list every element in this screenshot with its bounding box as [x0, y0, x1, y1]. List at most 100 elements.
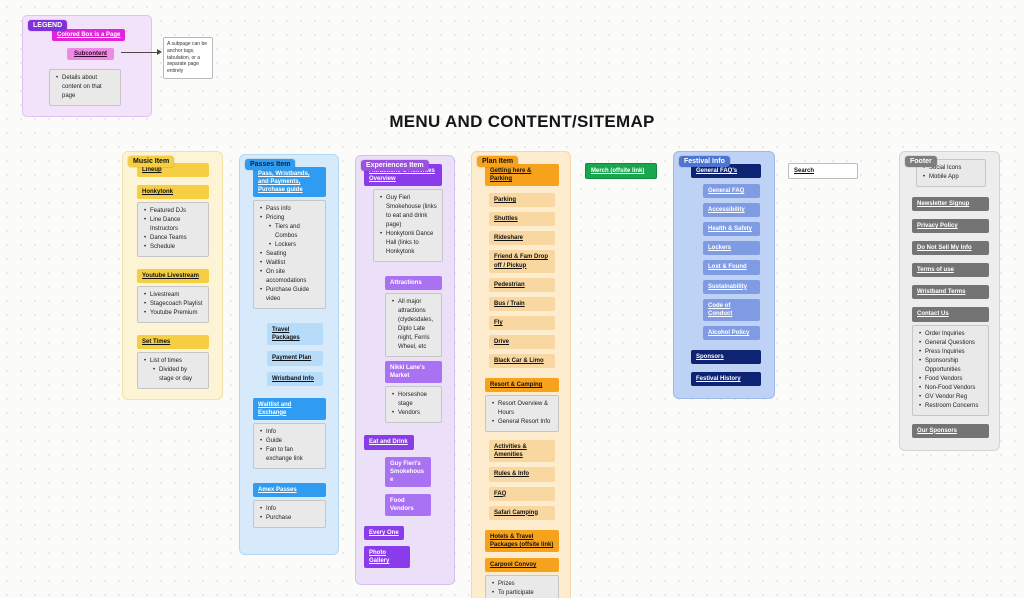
subpage-fly: Fly [489, 315, 555, 330]
bullet-item: On site accomodations [259, 268, 320, 286]
subpage-parking: Parking [489, 193, 555, 208]
bullet-item: Tiers and Combos [268, 223, 320, 241]
page-terms-of-use: Terms of use [912, 263, 989, 278]
bullet-item: General Resort Info [491, 418, 553, 427]
page-our-sponsors: Our Sponsors [912, 423, 989, 438]
footer-badge: Footer [905, 156, 937, 167]
subpage-payment-plan: Payment Plan [267, 351, 323, 366]
legend-subcontent-box: Subcontent [67, 48, 114, 60]
page-resort-camping: Resort & Camping [485, 378, 559, 393]
content-bullets: LivestreamStagecoach PlaylistYoutube Pre… [137, 286, 209, 324]
subpage-rideshare: Rideshare [489, 231, 555, 246]
subpage-black-car-limo: Black Car & Limo [489, 354, 555, 369]
bullet-item: To participate [491, 589, 553, 598]
page-newsletter-signup: Newsletter Signup [912, 197, 989, 212]
subpage-accessibility: Accessibility [703, 203, 760, 218]
subpage-safari-camping: Safari Camping [489, 505, 555, 520]
legend-arrowhead-icon [157, 49, 162, 55]
bullet-item: Purchase Guide video [259, 286, 320, 304]
content-bullets: Resort Overview & HoursGeneral Resort In… [485, 395, 559, 433]
search-box: Search [788, 163, 858, 179]
bullet-item: Press Inquiries [918, 348, 983, 357]
content-bullets: List of timesDivided by stage or day [137, 352, 209, 390]
subpage-friend-fam-drop-off-pickup: Friend & Fam Drop off / Pickup [489, 250, 555, 273]
bullet-item: Dance Teams [143, 234, 203, 243]
page-privacy-policy: Privacy Policy [912, 219, 989, 234]
page-pass-wristbands-and-payments-pur: Pass, Wristbands, and Payments, Purchase… [253, 167, 326, 198]
bullet-item: Pass info [259, 205, 320, 214]
bullet-item: Resort Overview & Hours [491, 400, 553, 418]
subpage-travel-packages: Travel Packages [267, 323, 323, 346]
bullet-item: Info [259, 505, 320, 514]
bullet-item: Prizes [491, 580, 553, 589]
subpage-nikki-lane-s-market: Nikki Lane's Market [385, 361, 442, 384]
bullet-item: Divided by stage or day [152, 366, 203, 384]
bullet-item: Details about content on that page [55, 74, 115, 101]
music-badge: Music Item [128, 156, 175, 167]
bullet-item: Social Icons [922, 164, 980, 173]
legend-badge: LEGEND [28, 20, 68, 31]
bullet-item: Youtube Premium [143, 309, 203, 318]
subpage-lockers: Lockers [703, 241, 760, 256]
bullet-item: Line Dance Instructors [143, 216, 203, 234]
bullet-item: Fan to fan exchange link [259, 446, 320, 464]
bullet-item: Info [259, 428, 320, 437]
bullet-item: Food Vendors [918, 375, 983, 384]
bullet-item: Non-Food Vendors [918, 384, 983, 393]
content-bullets: Featured DJsLine Dance InstructorsDance … [137, 202, 209, 258]
bullet-item: Guy Fieri Smokehouse (links to eat and d… [379, 194, 437, 230]
subpage-drive: Drive [489, 334, 555, 350]
page-photo-gallery: Photo Gallery [364, 546, 410, 569]
bullet-item: Stagecoach Playlist [143, 300, 203, 309]
music-column: Music ItemLineupHonkytonkFeatured DJsLin… [122, 151, 223, 401]
page-carpool-convoy: Carpool Convoy [485, 557, 559, 572]
subpage-wristband-info: Wristband Info [267, 371, 323, 386]
bullet-item: General Questions [918, 339, 983, 348]
bullet-item: All major attractions (clydesdales, Dipl… [391, 298, 436, 352]
bullet-item: Purchase [259, 514, 320, 523]
bullet-item: GV Vendor Reg [918, 393, 983, 402]
page-festival-history: Festival History [691, 372, 761, 387]
subpage-attractions: Attractions [385, 276, 442, 291]
subpage-food-vendors: Food Vendors [385, 493, 431, 517]
bullet-item: Lockers [268, 241, 320, 250]
bullet-item: Mobile App [922, 173, 980, 182]
page-hotels-travel-packages-offsite-l: Hotels & Travel Packages (offsite link) [485, 529, 559, 552]
passes-badge: Passes Item [245, 159, 296, 170]
page-title: MENU AND CONTENT/SITEMAP [389, 112, 655, 131]
bullet-item: Waitlist [259, 259, 320, 268]
bullet-item: Horseshoe stage [391, 391, 436, 409]
legend-details-box: Details about content on that page [49, 69, 121, 106]
bullet-item: Seating [259, 250, 320, 259]
content-bullets: Pass infoPricingTiers and CombosLockersS… [253, 200, 326, 310]
page-youtube-livestream: Youtube Livestream [137, 269, 209, 284]
subpage-bus-train: Bus / Train [489, 296, 555, 311]
subpage-general-faq: General FAQ [703, 184, 760, 199]
subpage-alcohol-policy: Alcohol Policy [703, 325, 760, 340]
content-bullets: InfoGuideFan to fan exchange link [253, 422, 326, 469]
legend-note: A subpage can be anchor tags, tabulation… [163, 37, 213, 79]
bullet-item: Pricing [259, 214, 320, 223]
subpage-code-of-conduct: Code of Conduct [703, 298, 760, 321]
page-getting-here-parking: Getting here & Parking [485, 164, 559, 187]
bullet-item: Vendors [391, 409, 436, 418]
page-amex-passes: Amex Passes [253, 482, 326, 497]
merch-offsite-box: Merch (offsite link) [585, 163, 657, 179]
subpage-faq: FAQ [489, 486, 555, 501]
bullet-item: Order Inquiries [918, 330, 983, 339]
content-bullets: All major attractions (clydesdales, Dipl… [385, 293, 442, 358]
page-waitlist-and-exchange: Waitlist and Exchange [253, 397, 326, 420]
bullet-item: Sponsorship Opportunities [918, 357, 983, 375]
subpage-lost-found: Lost & Found [703, 260, 760, 275]
content-bullets: PrizesTo participateOfficial Rules [485, 574, 559, 598]
page-contact-us: Contact Us [912, 307, 989, 322]
content-bullets: InfoPurchase [253, 499, 326, 528]
bullet-item: Featured DJs [143, 207, 203, 216]
subpage-guy-fieri-s-smokehouse: Guy Fieri's Smokehouse [385, 456, 431, 487]
subpage-shuttles: Shuttles [489, 212, 555, 227]
legend-panel: LEGEND Colored Box is a Page Subcontent … [22, 15, 152, 117]
legend-page-box: Colored Box is a Page [52, 29, 126, 41]
